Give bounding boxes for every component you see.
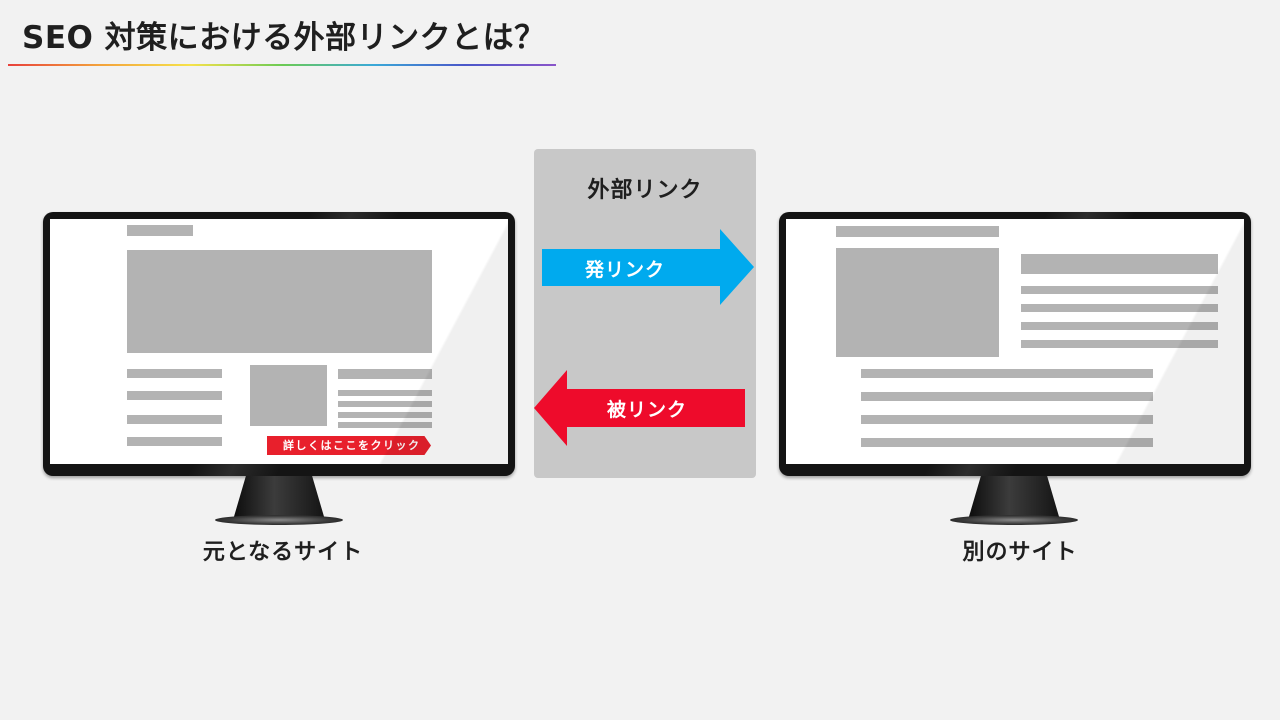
site-logo-placeholder [127,225,193,236]
text-line-placeholder [338,390,432,396]
text-line-placeholder [861,415,1153,424]
outbound-link-arrow [542,229,754,305]
text-line-placeholder [127,415,222,424]
text-line-placeholder [1021,304,1218,312]
text-line-placeholder [861,392,1153,401]
monitor-screen [786,219,1244,464]
hero-image-placeholder [127,250,432,353]
text-line-placeholder [338,401,432,407]
text-line-placeholder [1021,340,1218,348]
text-line-placeholder [338,412,432,418]
text-line-placeholder [1021,322,1218,330]
text-line-placeholder [127,391,222,400]
heading-placeholder [1021,254,1218,274]
monitor-stand [968,476,1060,520]
arrow-right-icon [542,229,754,305]
thumbnail-placeholder [250,365,327,426]
text-line-placeholder [127,369,222,378]
external-link-panel-title: 外部リンク [587,178,703,203]
cta-link-button[interactable]: 詳しくはここをクリック [267,436,431,455]
arrow-left-icon [534,370,745,446]
monitor-stand [233,476,325,520]
text-line-placeholder [338,369,432,379]
inbound-link-label: 被リンク [607,399,688,421]
monitor-screen: 詳しくはここをクリック [50,219,508,464]
monitor-stand-base [950,515,1078,525]
text-line-placeholder [861,438,1153,447]
inbound-link-arrow [534,370,745,446]
page-title: SEO 対策における外部リンクとは？ [22,20,546,56]
monitor-stand-base [215,515,343,525]
text-line-placeholder [861,369,1153,378]
outbound-link-label: 発リンク [585,259,666,281]
title-underline [8,64,556,66]
target-site-caption: 別のサイト [962,540,1078,565]
text-line-placeholder [338,422,432,428]
text-line-placeholder [127,437,222,446]
hero-image-placeholder [836,248,999,357]
site-logo-placeholder [836,226,999,237]
source-site-caption: 元となるサイト [202,540,364,565]
text-line-placeholder [1021,286,1218,294]
